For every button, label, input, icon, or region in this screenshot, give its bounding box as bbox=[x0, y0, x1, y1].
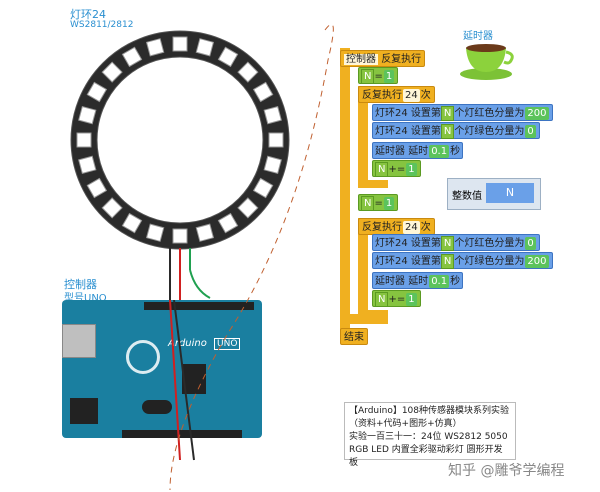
watermark: 知乎 @雕爷学编程 bbox=[448, 463, 565, 479]
led-pixel bbox=[121, 212, 143, 234]
board-text: Arduino bbox=[168, 338, 207, 349]
led-pixel bbox=[86, 177, 108, 199]
led-pixel bbox=[268, 132, 284, 148]
power-jack bbox=[70, 398, 98, 424]
led-pixel bbox=[78, 155, 97, 175]
led-pixel bbox=[263, 155, 282, 175]
decorative-dashed-curve bbox=[169, 23, 334, 491]
note-line-3: 实验一百三十一：24位 WS2812 5050 bbox=[349, 432, 508, 442]
int-variable-name: N bbox=[486, 183, 534, 203]
led-pixel bbox=[217, 212, 239, 234]
set-n-block-1[interactable]: N=1 bbox=[358, 67, 399, 84]
ring-model: WS2811/2812 bbox=[70, 20, 134, 30]
usb-port bbox=[62, 324, 96, 358]
header-pins-top bbox=[144, 302, 254, 310]
led-pixel bbox=[263, 105, 282, 125]
capacitor bbox=[142, 400, 172, 414]
end-block[interactable]: 结束 bbox=[340, 328, 368, 345]
ring-title: 灯环24 bbox=[70, 8, 106, 21]
led-pixel bbox=[172, 36, 188, 52]
led-pixel bbox=[195, 38, 215, 57]
program-header[interactable]: 控制器 反复执行 bbox=[340, 50, 426, 67]
led-pixel bbox=[195, 223, 215, 242]
controller-model: 型号UNO bbox=[64, 293, 107, 304]
led-pixel bbox=[237, 61, 259, 83]
int-variable-label: 整数值 bbox=[452, 191, 482, 202]
program-action: 反复执行 bbox=[381, 54, 422, 65]
led-pixel bbox=[145, 223, 165, 242]
loop2-increment-block[interactable]: N+=1 bbox=[372, 290, 421, 307]
led-pixel bbox=[237, 197, 259, 219]
led-pixel bbox=[252, 177, 274, 199]
timer-label: 延时器 bbox=[463, 31, 493, 42]
led-ring[interactable] bbox=[70, 30, 290, 250]
led-pixel bbox=[217, 46, 239, 68]
board-uno: UNO bbox=[214, 338, 241, 350]
led-pixel bbox=[121, 46, 143, 68]
loop1-increment-block[interactable]: N+=1 bbox=[372, 160, 421, 177]
led-pixel bbox=[145, 38, 165, 57]
int-variable-panel[interactable]: 整数值 N bbox=[447, 178, 541, 210]
note-box: 【Arduino】108种传感器模块系列实验 （资料+代码+图形+仿真） 实验一… bbox=[344, 402, 516, 468]
led-pixel bbox=[78, 105, 97, 125]
header-pins-bottom bbox=[122, 430, 242, 438]
board-wires bbox=[169, 300, 195, 461]
led-pixel bbox=[76, 132, 92, 148]
led-pixel bbox=[101, 197, 123, 219]
led-pixel bbox=[252, 81, 274, 103]
note-line-2: （资料+代码+图形+仿真） bbox=[349, 419, 462, 429]
led-pixel bbox=[86, 81, 108, 103]
arduino-logo bbox=[126, 340, 160, 374]
teacup-icon[interactable] bbox=[458, 40, 518, 82]
note-line-1: 【Arduino】108种传感器模块系列实验 bbox=[349, 406, 510, 416]
led-pixel bbox=[172, 228, 188, 244]
arduino-board[interactable]: Arduino UNO bbox=[62, 300, 262, 438]
program-module: 控制器 bbox=[344, 54, 378, 65]
ring-wires bbox=[169, 248, 211, 300]
note-line-4: RGB LED 内置全彩驱动彩灯 圆形开发板 bbox=[349, 445, 503, 468]
set-n-block-2[interactable]: N=1 bbox=[358, 194, 399, 211]
led-pixel bbox=[101, 61, 123, 83]
controller-title: 控制器 bbox=[64, 278, 97, 291]
